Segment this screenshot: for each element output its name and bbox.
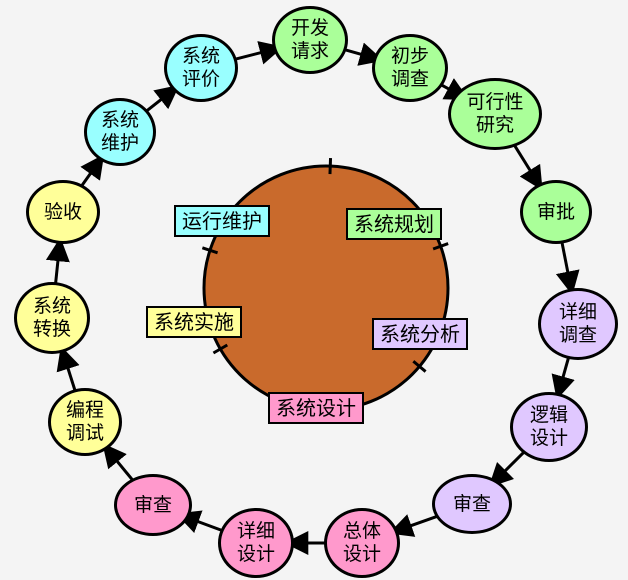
node-system-conversion: 系统 转换 [14, 282, 90, 354]
phase-system-implementation: 系统实施 [146, 306, 242, 338]
flow-arrow-5 [551, 357, 575, 400]
phase-system-planning: 系统规划 [346, 208, 442, 240]
phase-divider-tick-5 [212, 343, 229, 355]
node-system-maintenance: 系统 维护 [84, 98, 156, 166]
node-overall-design: 总体 设计 [324, 508, 400, 578]
node-detailed-design: 详细 设计 [218, 508, 294, 578]
phase-system-design: 系统设计 [268, 392, 364, 424]
node-detailed-survey: 详细 调查 [538, 288, 618, 360]
node-system-evaluation: 系统 评价 [164, 34, 238, 102]
flow-arrow-13 [79, 154, 105, 188]
center-circle [202, 164, 450, 412]
flow-arrow-6 [488, 450, 526, 488]
flow-arrow-11 [56, 345, 80, 391]
node-review-1: 审查 [432, 474, 512, 534]
node-approval: 审批 [520, 180, 592, 244]
node-acceptance: 验收 [26, 180, 100, 244]
flow-arrow-12 [45, 237, 70, 284]
flow-arrow-10 [102, 443, 135, 483]
node-preliminary-survey: 初步 调查 [372, 34, 448, 102]
flow-arrow-3 [512, 143, 543, 191]
node-feasibility-study: 可行性 研究 [448, 78, 542, 150]
flow-arrow-14 [145, 84, 180, 113]
phase-divider-tick-1 [328, 158, 333, 175]
flow-arrow-4 [555, 242, 580, 296]
phase-divider-tick-3 [412, 360, 427, 373]
node-development-request: 开发 请求 [272, 6, 348, 74]
node-coding-debugging: 编程 调试 [48, 388, 122, 456]
flow-arrow-9 [175, 510, 225, 534]
flow-arrow-1 [341, 42, 384, 66]
node-logical-design: 逻辑 设计 [510, 392, 588, 462]
phase-operation-maintenance: 运行维护 [174, 205, 270, 237]
phase-divider-tick-6 [201, 246, 219, 255]
flow-arrow-15 [232, 41, 284, 65]
phase-divider-tick-2 [432, 242, 449, 251]
phase-system-analysis: 系统分析 [372, 318, 468, 350]
node-review-2: 审查 [114, 474, 192, 536]
